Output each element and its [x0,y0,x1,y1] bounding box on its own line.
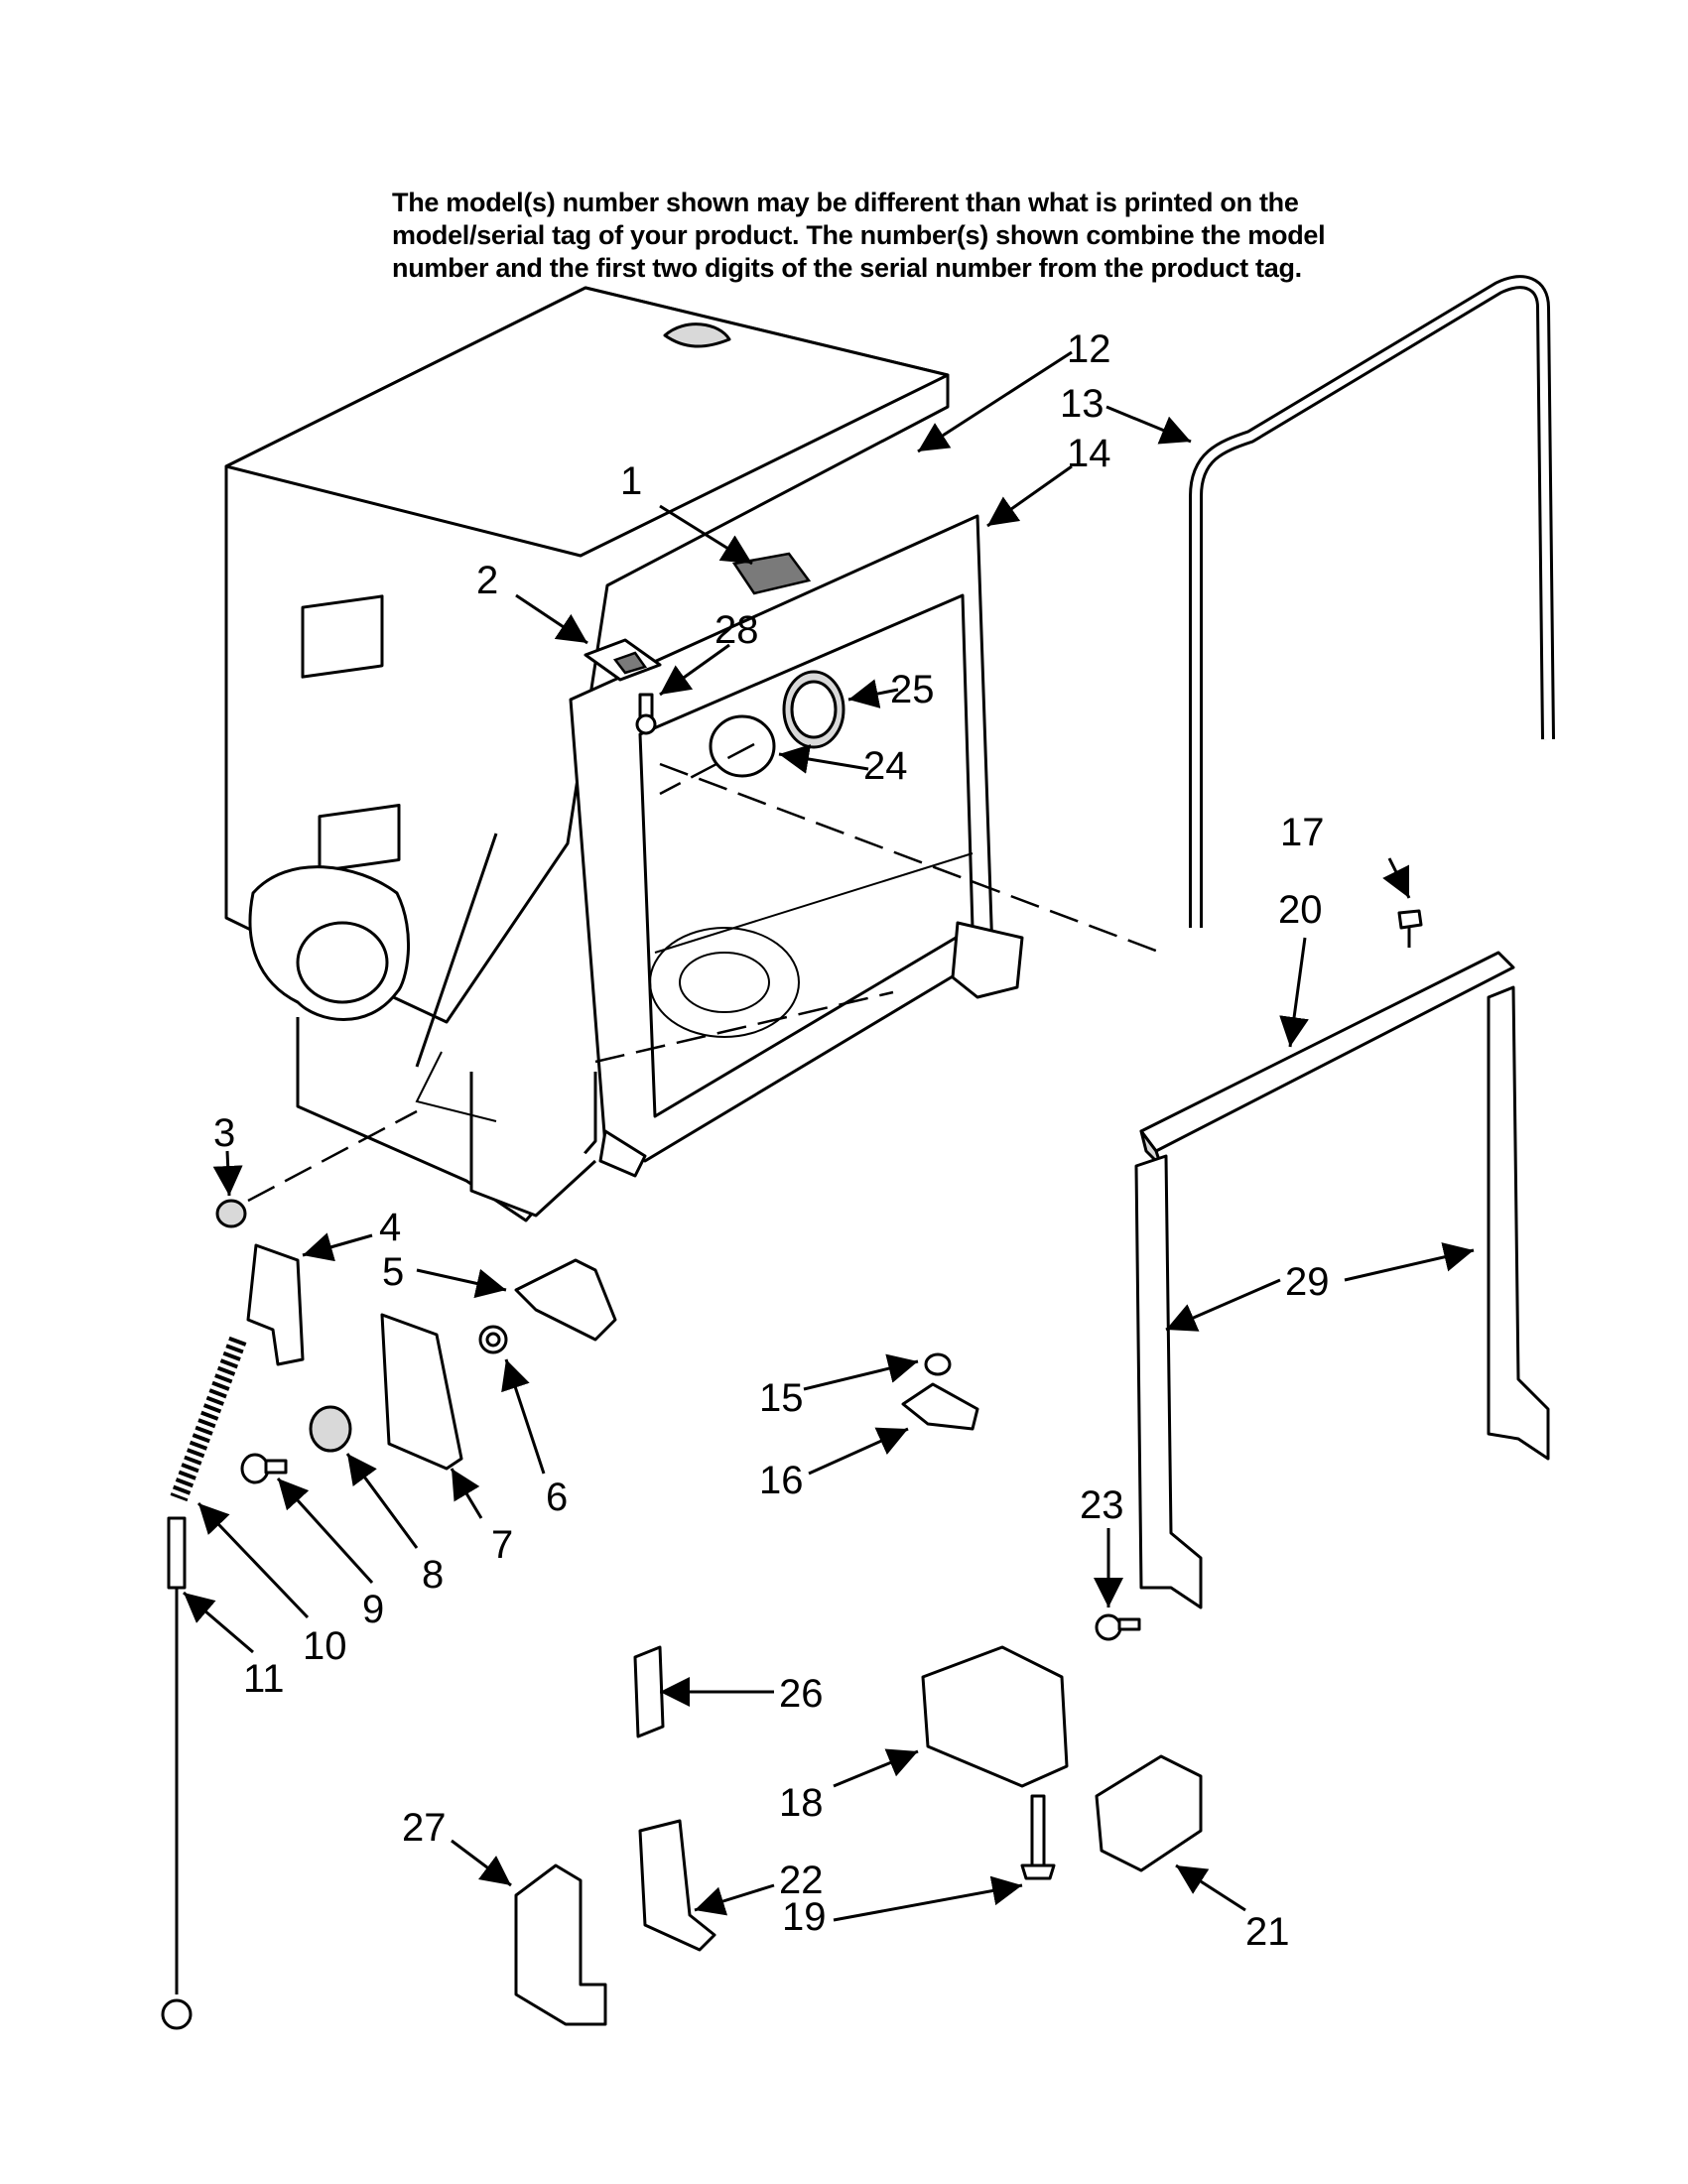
callout-13: 13 [1060,382,1104,426]
callout-12: 12 [1067,327,1111,371]
callout-10: 10 [303,1624,347,1668]
part-20-top-rail [1139,951,1515,1168]
callout-25: 25 [890,668,935,711]
part-3-plug [215,1199,247,1228]
callout-6: 6 [546,1476,568,1519]
part-25-vent [782,670,845,749]
callout-2: 2 [476,559,498,602]
part-19-leveling-leg [1020,1794,1056,1880]
part-28-screw [635,693,657,735]
callout-27: 27 [402,1806,447,1850]
callout-19: 19 [782,1895,827,1939]
callout-8: 8 [422,1553,444,1597]
callout-3: 3 [213,1111,235,1155]
callout-23: 23 [1080,1483,1124,1527]
callout-7: 7 [491,1523,513,1567]
part-10-spring [170,1336,247,1502]
callout-24: 24 [863,744,908,788]
part-8-wheel [309,1405,352,1453]
callout-18: 18 [779,1781,824,1825]
part-21-cover [1095,1754,1203,1872]
callout-11: 11 [243,1657,285,1701]
part-27-panel [514,1863,607,2026]
callout-17: 17 [1280,811,1325,854]
part-6-nut [478,1325,508,1354]
callout-21: 21 [1245,1910,1290,1954]
callout-1: 1 [620,459,642,503]
part-17-screw [1397,909,1423,948]
callout-20: 20 [1278,888,1323,932]
part-4-hinge-plate [246,1243,305,1366]
part-16-bracket [901,1382,979,1431]
part-5-bracket [514,1258,617,1342]
part-11-cable [161,1516,193,2030]
alignment-lines [247,742,1162,1203]
model-number-note: The model(s) number shown may be differe… [392,188,1326,283]
leader-lines [183,350,1475,1922]
callout-4: 4 [379,1206,401,1249]
callout-labels: 1 2 3 4 5 6 7 8 9 10 11 12 13 14 15 16 1… [213,327,1330,1954]
callout-5: 5 [382,1250,404,1294]
part-2-bracket [584,638,662,682]
callout-9: 9 [362,1588,384,1631]
part-29-side-rail-right [1487,985,1550,1461]
part-29-side-rail-left [1134,1154,1203,1609]
part-7-plate [380,1313,463,1471]
part-9-pin [240,1453,288,1484]
callout-14: 14 [1067,432,1111,475]
part-26-clip [633,1645,665,1738]
part-13-door-gasket [1189,275,1555,928]
part-24-gasket-ring [709,714,776,778]
part-18-leveling-bracket [921,1645,1069,1788]
part-23-screw [1095,1613,1141,1641]
part-1-vent-clip [731,552,812,595]
callout-29: 29 [1285,1260,1330,1304]
part-22-bracket [638,1819,716,1952]
callout-16: 16 [759,1459,804,1502]
part-15-switch [924,1352,952,1376]
callout-26: 26 [779,1672,824,1716]
callout-22: 22 [779,1859,824,1902]
callout-28: 28 [714,608,759,652]
callout-15: 15 [759,1376,804,1420]
